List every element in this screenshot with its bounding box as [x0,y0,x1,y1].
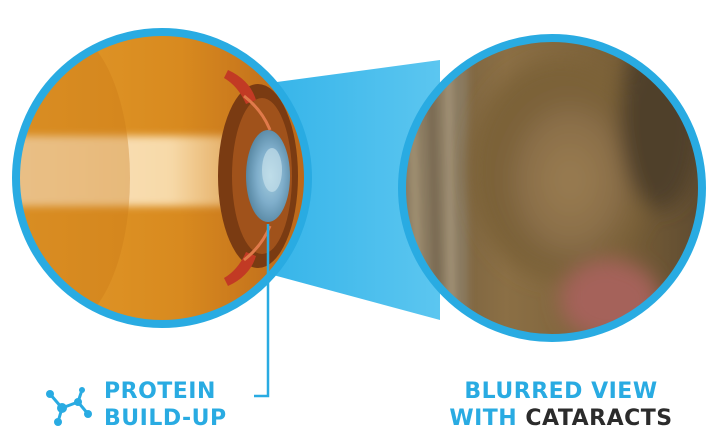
blurred-label-line1: BLURRED VIEW [426,378,696,405]
blurred-label-cataracts: CATARACTS [525,406,672,431]
protein-buildup-label: PROTEIN BUILD-UP [104,378,227,432]
protein-label-line1: PROTEIN [104,378,227,405]
eye-cross-section [0,28,320,338]
blurred-view [398,30,708,344]
molecule-icon [36,384,96,430]
protein-label-line2: BUILD-UP [104,405,227,432]
blurred-label-line2: WITH CATARACTS [426,405,696,432]
blurred-view-label: BLURRED VIEW WITH CATARACTS [426,378,696,432]
blurred-label-with: WITH [449,406,525,431]
